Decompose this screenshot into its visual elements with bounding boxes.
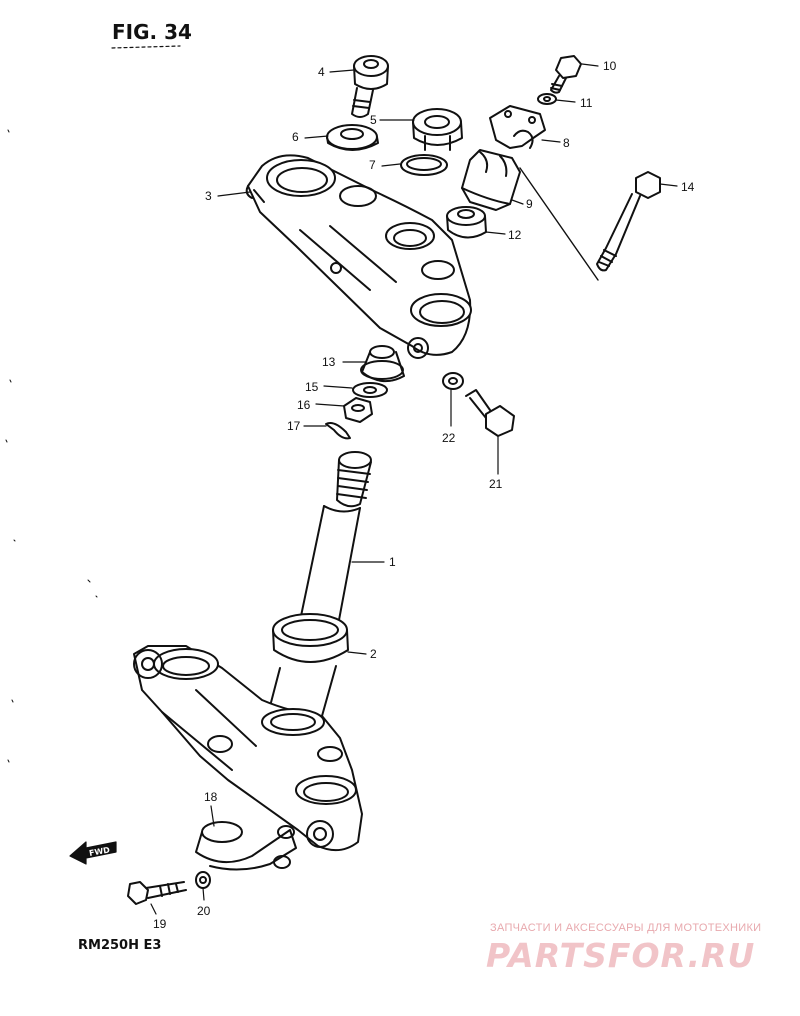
part-22-washer [442,372,464,390]
fwd-arrow [69,841,117,865]
callout-7: 7 [369,158,376,172]
part-20-washer [195,871,211,889]
leader-lines [150,63,678,915]
callout-12: 12 [508,228,522,242]
callout-3: 3 [205,189,212,203]
part-13-cushion [360,345,405,383]
part-17-cotter-pin [325,422,351,440]
alignment-line-14 [519,167,599,281]
part-11-washer [537,93,557,105]
part-2-bearing [272,613,349,663]
watermark-logo: PARTSFOR.RU [486,936,756,975]
callout-21: 21 [489,477,503,491]
part-4-bolt [351,55,389,118]
callout-18: 18 [204,790,218,804]
figure-title: FIG. 34 [112,20,192,44]
callout-14: 14 [681,180,695,194]
callout-4: 4 [318,65,325,79]
part-7-ring [400,154,448,176]
part-1-steering-stem [295,451,372,641]
part-12-cushion [446,206,487,239]
callout-2: 2 [370,647,377,661]
callout-22: 22 [442,431,456,445]
part-19-bolt [127,881,187,905]
callout-1: 1 [389,555,396,569]
callout-19: 19 [153,917,167,931]
callout-11: 11 [580,96,593,110]
watermark-tagline: ЗАПЧАСТИ И АКСЕССУАРЫ ДЛЯ МОТОТЕХНИКИ [490,922,762,934]
callout-8: 8 [563,136,570,150]
part-10-bolt [550,55,582,94]
part-3-upper-bracket [245,154,472,359]
part-21-bolt [465,389,515,437]
callout-20: 20 [197,904,211,918]
callout-16: 16 [297,398,311,412]
model-label: RM250H E3 [78,938,162,953]
callout-15: 15 [305,380,319,394]
part-9-handlebar-holder [461,149,521,211]
part-5-nut [412,108,463,151]
callout-10: 10 [603,59,617,73]
callout-13: 13 [322,355,336,369]
fwd-arrow-label: FWD [88,845,111,858]
part-8-handlebar-clamp [489,105,546,149]
scan-specks [5,129,98,763]
callout-5: 5 [370,113,377,127]
title-underline [111,45,181,49]
part-14-bolt [596,171,661,272]
part-18-cable-guide [195,821,297,871]
part-6-washer [326,124,379,151]
callout-6: 6 [292,130,299,144]
callout-9: 9 [526,197,533,211]
part-16-nut [343,397,373,423]
callout-17: 17 [287,419,301,433]
lower-bracket [133,645,363,852]
part-15-washer [352,382,388,398]
